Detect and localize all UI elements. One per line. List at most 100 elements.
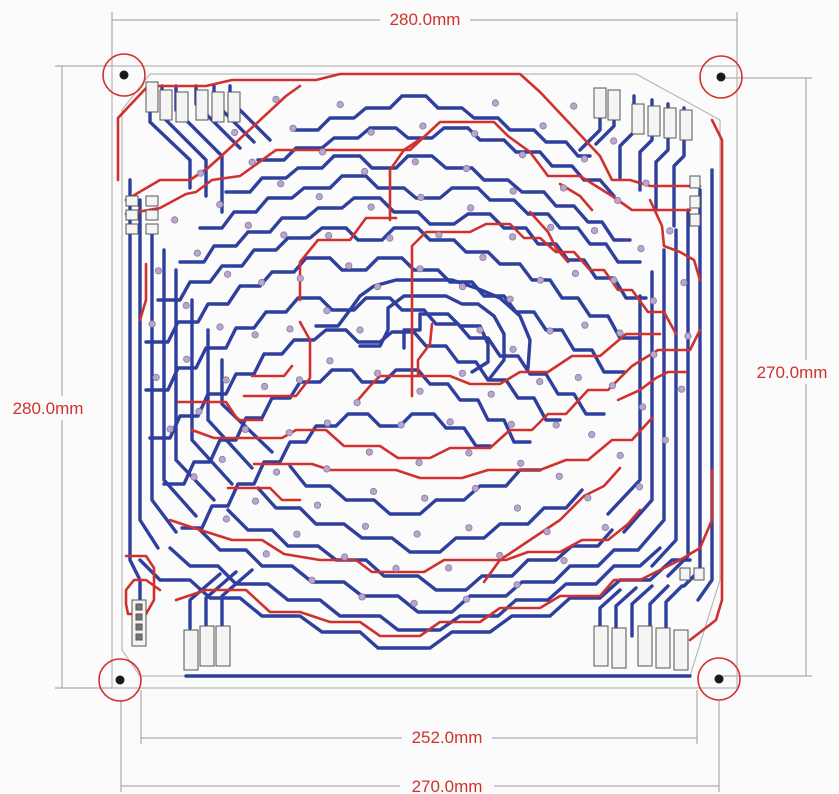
led-pad (684, 332, 692, 340)
led-pad (470, 130, 479, 138)
led-pad (666, 227, 674, 235)
mounting-hole-top-left (102, 53, 146, 97)
led-pad (509, 187, 517, 195)
led-pad (479, 253, 487, 261)
led-pad (416, 387, 424, 395)
led-pad (571, 269, 580, 278)
mounting-hole-top-right (699, 55, 743, 99)
led-pad (353, 398, 361, 407)
led-pad (508, 233, 517, 241)
led-pad (193, 249, 201, 257)
led-pad (649, 297, 657, 305)
led-pad (358, 593, 366, 601)
led-pad (190, 473, 198, 481)
led-pad (581, 321, 589, 329)
led-pad (462, 164, 471, 173)
led-pad (258, 278, 266, 287)
led-pad (286, 325, 294, 333)
led-pad (435, 231, 443, 239)
led-pad (410, 599, 418, 607)
led-pad (216, 323, 224, 331)
led-pad (148, 320, 156, 328)
led-pad (285, 429, 293, 437)
mounting-hole-bottom-right (697, 657, 741, 701)
led-pad (397, 421, 405, 429)
led-pad (513, 504, 522, 512)
led-pad (411, 158, 419, 166)
led-pad (195, 407, 203, 415)
led-pad (280, 231, 288, 239)
led-pad (580, 155, 589, 163)
led-pad (517, 459, 525, 467)
led-pad (413, 530, 421, 538)
led-pad (677, 385, 686, 393)
led-pad (590, 227, 599, 235)
led-pad (638, 403, 647, 411)
led-pad (367, 128, 375, 136)
led-pad (323, 419, 331, 427)
led-pad (323, 465, 331, 473)
led-pad (465, 449, 473, 457)
led-pad (570, 102, 578, 110)
led-pad (392, 564, 400, 573)
led-pad (680, 278, 688, 287)
led-pad (369, 487, 378, 496)
led-pad (555, 472, 563, 480)
vias (148, 95, 692, 607)
led-pad (487, 390, 495, 398)
led-pad (152, 373, 160, 381)
led-pad (642, 179, 650, 187)
led-pad (196, 169, 205, 177)
led-pad (222, 376, 230, 384)
led-pad (277, 180, 285, 188)
led-pad (446, 418, 454, 426)
led-pad (336, 100, 344, 109)
led-pad (661, 436, 669, 444)
led-pad (547, 223, 555, 231)
led-pad (296, 274, 304, 282)
led-pad (318, 148, 327, 156)
led-pad (616, 451, 624, 460)
led-pad (588, 430, 596, 439)
led-pad (496, 551, 504, 560)
led-pad (416, 265, 424, 273)
led-pad (171, 216, 179, 224)
led-pad (458, 283, 466, 291)
led-pad (183, 355, 191, 363)
led-pad (373, 369, 382, 377)
led-pad (491, 99, 499, 107)
led-pad (326, 357, 334, 365)
led-pad (650, 350, 658, 359)
led-pad (224, 270, 232, 278)
led-pad (536, 377, 544, 386)
dimension-top-width: 280.0mm (390, 10, 461, 29)
led-pad (601, 523, 609, 532)
led-pad (293, 530, 301, 538)
led-pad (614, 196, 622, 205)
dimension-labels: 280.0mm 280.0mm 270.0mm 252.0mm 270.0mm (4, 8, 836, 794)
led-pad (637, 245, 645, 253)
led-pad (574, 373, 582, 382)
dimension-left-height: 280.0mm (13, 399, 84, 418)
led-pad (365, 448, 373, 456)
led-pad (466, 204, 475, 212)
led-pad (417, 193, 425, 201)
led-pad (361, 522, 369, 530)
led-pad (421, 494, 429, 502)
led-pad (471, 484, 479, 493)
led-pad (419, 122, 427, 130)
led-pad (610, 276, 618, 284)
led-pad (360, 167, 369, 176)
dimension-bottom-width: 270.0mm (412, 777, 483, 794)
led-pad (308, 576, 316, 584)
led-pad (536, 276, 545, 284)
led-pad (552, 421, 560, 429)
top-layer-traces (116, 72, 724, 642)
led-pad (444, 564, 453, 572)
led-pad (476, 326, 484, 334)
led-pad (244, 221, 252, 229)
led-pad (356, 326, 364, 334)
led-pad (295, 376, 304, 384)
led-pad (340, 553, 349, 561)
led-pad (507, 420, 515, 428)
